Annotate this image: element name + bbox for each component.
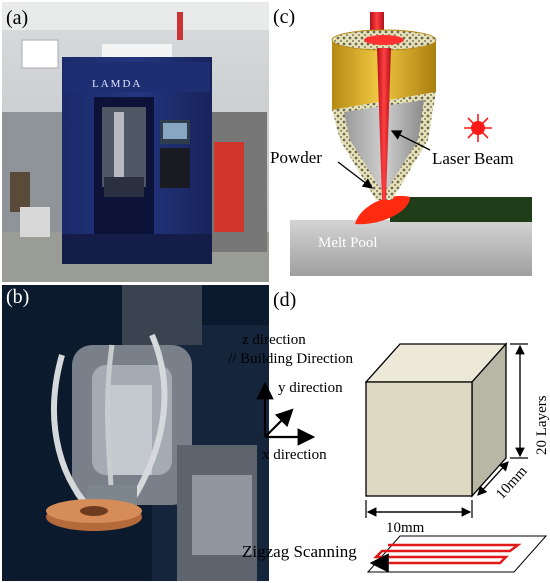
melt-pool-shape xyxy=(355,195,410,225)
x-direction-label: x direction xyxy=(262,447,327,463)
panel-label-a: (a) xyxy=(6,7,29,29)
photo-deposition-nozzle: (b) xyxy=(2,285,269,581)
nozzle-photo-art xyxy=(2,285,269,581)
laser-beam-icon xyxy=(464,114,492,142)
photo-lamda-machine: LAMDA (a) xyxy=(2,2,269,282)
build-cube xyxy=(364,342,508,498)
coordinate-axes xyxy=(256,381,316,446)
substrate-plate xyxy=(290,220,532,276)
machine-photo-art: LAMDA xyxy=(2,2,269,282)
powder-pointer xyxy=(337,161,374,189)
laser-beam-label: Laser Beam xyxy=(432,149,514,168)
width-dimension-label: 10mm xyxy=(386,520,425,536)
panel-label-b: (b) xyxy=(6,286,30,308)
laser-nozzle xyxy=(331,12,437,200)
building-direction-label: // Building Direction xyxy=(228,351,353,367)
y-direction-label: y direction xyxy=(278,380,343,396)
panel-label-c: (c) xyxy=(273,6,295,28)
z-direction-label: z direction xyxy=(242,332,306,348)
zigzag-scan-path xyxy=(366,535,548,573)
machine-logo-text: LAMDA xyxy=(92,78,142,90)
panel-label-d: (d) xyxy=(273,289,296,311)
melt-pool-label: Melt Pool xyxy=(318,235,378,251)
deposited-track xyxy=(390,197,532,222)
laser-beam-pointer xyxy=(390,130,431,151)
zigzag-scanning-label: Zigzag Scanning xyxy=(242,542,357,561)
layers-dimension-label: 20 Layers xyxy=(534,395,550,455)
dimension-lines xyxy=(365,343,528,518)
powder-label: Powder xyxy=(270,148,322,167)
depth-dimension-label: 10mm xyxy=(493,463,531,502)
